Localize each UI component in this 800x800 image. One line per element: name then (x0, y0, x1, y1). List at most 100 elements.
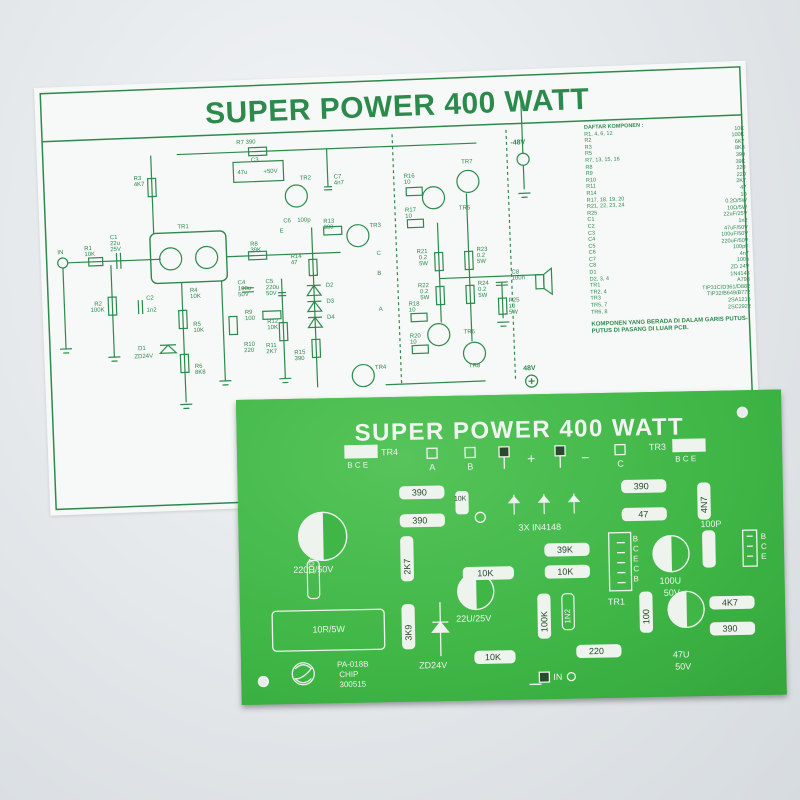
plus-label: + (527, 450, 536, 467)
label-d4: D4 (326, 314, 335, 321)
tr3-label: TR3 (648, 441, 667, 453)
res-10k-b-label: 10K (557, 566, 574, 577)
label-r1v: 10K (84, 251, 96, 259)
label-tr2: TR2 (299, 175, 312, 182)
res-390-top-right: 390 (633, 481, 649, 492)
res-10k-a-label: 10K (477, 568, 494, 579)
label-r18v: 10 (408, 307, 416, 314)
res-10k-vertical: 10K (453, 495, 467, 503)
label-c8v: 100n (511, 275, 526, 282)
cap-100p-label: 100P (700, 518, 722, 530)
component-ref: TR6, 8 (590, 308, 608, 316)
label-c-node: C (376, 250, 382, 257)
pcb-code-label: PA-018B (337, 659, 369, 670)
label-e: E (279, 228, 284, 235)
label-b-node: B (377, 270, 382, 277)
res-100k-label: 100K (539, 610, 550, 633)
minus-label: − (581, 449, 590, 466)
res-100-label: 100 (641, 609, 652, 625)
label-a-node: A (378, 306, 383, 313)
label-r7: R7 390 (236, 139, 256, 147)
tr3-pins: B C E (675, 454, 697, 464)
pcb-silkscreen (257, 406, 758, 688)
tr4-label: TR4 (380, 446, 399, 458)
cap-100u-voltage: 50V (663, 587, 680, 598)
label-r4v: 10K (190, 293, 201, 301)
tr1-label: TR1 (607, 596, 626, 607)
res-47: 47 (638, 509, 649, 520)
tr1-pin-c2: C (633, 564, 640, 574)
cap-100u-label: 100U (659, 575, 682, 586)
tr2-pin-b: B (760, 531, 767, 541)
label-pos-supply: 48V (523, 364, 536, 373)
label-tr4: TR4 (374, 364, 387, 372)
label-tr7: TR7 (461, 159, 473, 166)
cap-4n7-label: 4N7 (698, 496, 710, 514)
tr1-pin-b2: B (633, 574, 639, 584)
label-c5v2: 50V (265, 290, 277, 298)
cap-100n-label: 100N (306, 555, 317, 575)
label-c2: C2 (146, 295, 154, 302)
res-390-top-left: 390 (411, 487, 427, 498)
label-r22w: 5W (420, 294, 430, 302)
tr1-pin-e: E (633, 554, 639, 564)
pcb-board: SUPER POWER 400 WATT TR4 B C E TR3 B C E… (236, 389, 787, 705)
res-10r5w-label: 10R/5W (312, 623, 346, 635)
res-3k9-label: 3K9 (403, 624, 414, 641)
res-10k-c-label: 10K (484, 651, 502, 663)
label-r25w: 5W (508, 309, 519, 316)
cap-47u-label: 47U (672, 649, 690, 660)
pad-a-label: A (429, 462, 436, 473)
cap-1n2-label: 1N2 (563, 608, 573, 624)
tr2-pin-labels: B C E (761, 532, 767, 562)
label-d1: D1 (137, 345, 146, 353)
label-r23w: 5W (476, 258, 487, 266)
label-c2v: 1n2 (146, 307, 157, 314)
label-r5v: 10K (193, 327, 205, 335)
label-r8v: 39K (250, 247, 262, 254)
label-tr6: TR6 (463, 329, 476, 336)
label-c6: C6 (283, 218, 292, 225)
label-r12v: 10K (267, 324, 279, 332)
label-in: IN (57, 249, 64, 257)
label-c6v: 100p (297, 217, 311, 224)
zener-label: ZD24V (419, 659, 448, 671)
label-r11v: 2K7 (266, 348, 278, 356)
res-2k7-label: 2K7 (402, 558, 413, 575)
diodes-label: 3X IN4148 (518, 521, 562, 533)
label-r20v: 10 (409, 339, 417, 346)
pcb-date-label: 300515 (339, 679, 367, 690)
label-c1v2: 25V (110, 246, 122, 254)
label-tr5: TR5 (458, 205, 471, 212)
res-39k-label: 39K (556, 544, 574, 555)
label-c3v: 47u (237, 169, 248, 177)
label-r6v: 8K8 (194, 369, 206, 377)
label-tr8: TR8 (468, 363, 481, 370)
label-r13v: 390 (323, 224, 334, 231)
label-r10v: 220 (244, 347, 255, 355)
label-tr1: TR1 (177, 224, 189, 231)
in-label: IN (553, 671, 563, 682)
res-390-br-label: 390 (722, 623, 738, 634)
label-c7v: 4n7 (333, 180, 345, 187)
tr1-pin-b1: B (632, 534, 639, 544)
label-r16v: 10 (403, 179, 411, 186)
res-4k7-label: 4K7 (721, 597, 739, 608)
pad-c-label: C (617, 458, 624, 469)
label-r21w: 5W (418, 261, 429, 268)
label-d2: D2 (325, 282, 334, 289)
label-d1v: ZD24V (134, 353, 154, 361)
component-value: 2SC2922 (727, 303, 752, 311)
label-c4v2: 50V (237, 291, 249, 299)
pad-b-label: B (467, 461, 474, 472)
label-d3: D3 (326, 298, 335, 305)
res-390-left: 390 (412, 515, 428, 526)
label-tr3: TR3 (369, 222, 382, 230)
tr1-pin-labels: B C E C B (633, 534, 640, 584)
label-r17v: 10 (405, 213, 413, 220)
res-220-label: 220 (588, 645, 605, 657)
label-neg-supply: -48V (510, 139, 526, 147)
pcb-chip-label: CHIP (339, 669, 359, 680)
